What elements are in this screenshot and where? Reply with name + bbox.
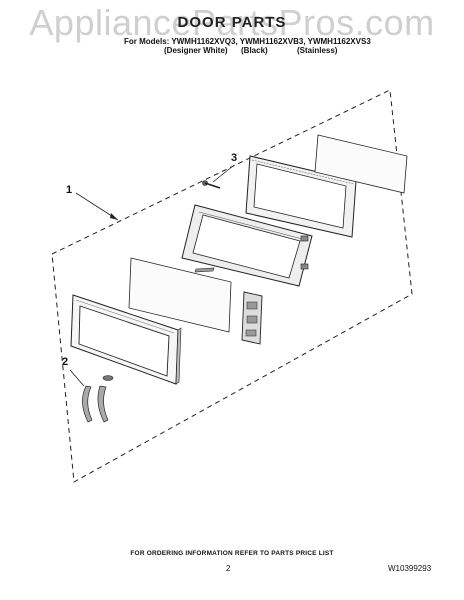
hinge-pin-lower <box>300 263 309 270</box>
window-glass-upper <box>314 134 408 194</box>
hinge-pin-upper <box>300 235 309 242</box>
variant-stainless: (Stainless) <box>297 46 338 55</box>
ordering-notice: FOR ORDERING INFORMATION REFER TO PARTS … <box>130 550 334 557</box>
handle-clip <box>102 375 114 381</box>
outer-door <box>70 294 182 385</box>
handle-bracket-left <box>82 385 93 423</box>
door-choke-frame <box>245 155 357 238</box>
leader-line-3 <box>212 165 234 183</box>
page-title: DOOR PARTS <box>177 14 287 31</box>
latch-assembly <box>241 291 263 345</box>
variant-white: (Designer White) <box>164 46 228 55</box>
models-line: For Models: YWMH1162XVQ3, YWMH1162XVB3, … <box>124 37 371 46</box>
page-number: 2 <box>226 564 231 573</box>
callout-1: 1 <box>66 184 73 196</box>
inner-door-frame <box>181 204 313 287</box>
handle-bracket-right <box>97 385 109 423</box>
leader-arrow-1 <box>110 213 118 220</box>
document-number: W10399293 <box>388 564 432 573</box>
screw-part <box>202 180 221 189</box>
window-glass-middle <box>128 257 232 333</box>
assembly-boundary <box>51 89 413 483</box>
callout-3: 3 <box>231 152 238 164</box>
leader-line-2 <box>69 369 85 387</box>
variant-black: (Black) <box>241 46 268 55</box>
latch-clip <box>194 267 215 273</box>
callout-2: 2 <box>62 356 69 368</box>
watermark: AppliancePartsPros.com <box>29 2 435 43</box>
